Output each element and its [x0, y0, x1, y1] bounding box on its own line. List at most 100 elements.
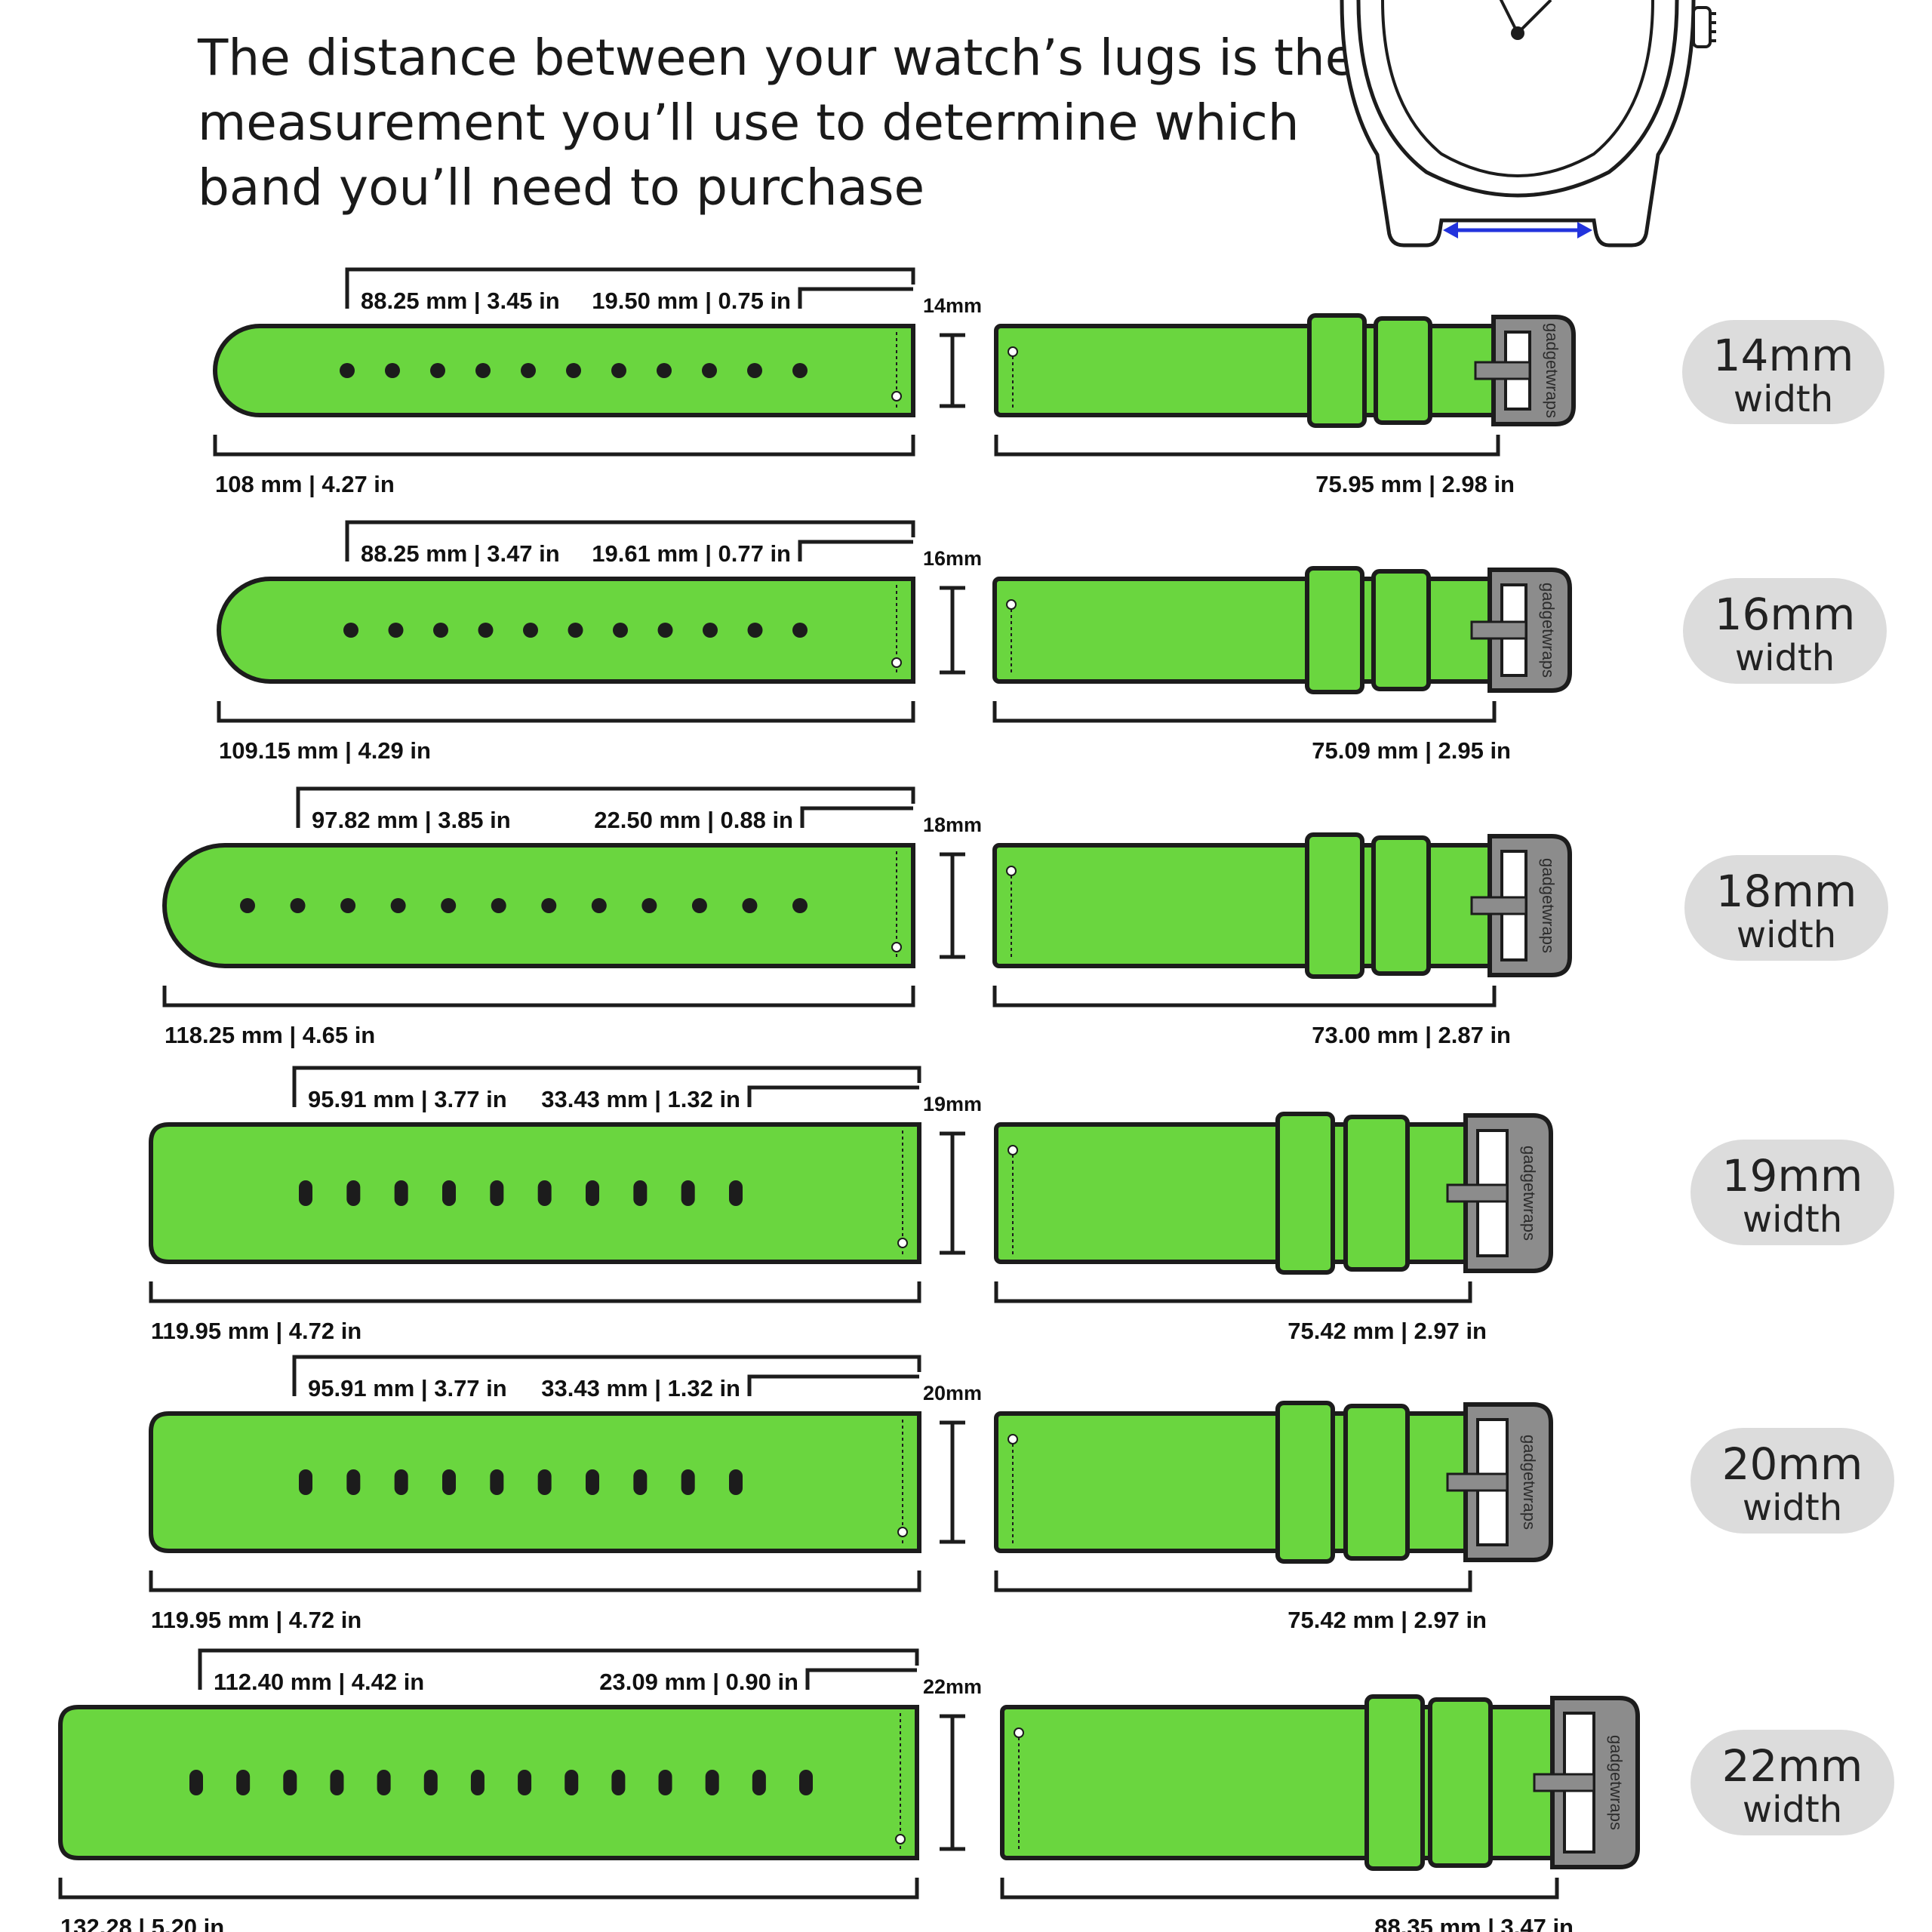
tip-segment-bracket [747, 1085, 919, 1107]
strap-hole [657, 363, 672, 378]
strap-hole [729, 1469, 743, 1495]
long-strap-19mm [149, 1122, 921, 1264]
strap-hole [490, 1180, 504, 1206]
long-segment-bracket [292, 1355, 921, 1396]
strap-hole [641, 898, 657, 913]
quick-release-pin-icon [1006, 599, 1017, 610]
lug-width-label: 22mm [923, 1675, 982, 1698]
long-segment-bracket [296, 786, 915, 828]
strap-keeper [1374, 316, 1432, 425]
strap-hole [792, 363, 808, 378]
buckle-tongue [1446, 1183, 1509, 1203]
strap-hole [521, 363, 536, 378]
long-segment-label: 88.25 mm | 3.47 in [361, 540, 560, 567]
long-total-label: 118.25 mm | 4.65 in [165, 1022, 375, 1048]
watch-face-icon [1340, 0, 1716, 248]
strap-keeper [1275, 1112, 1335, 1275]
strap-hole [752, 1770, 766, 1795]
strap-hole [340, 363, 355, 378]
long-total-bracket [149, 1571, 921, 1592]
strap-hole [423, 1770, 438, 1795]
quick-release-pin-icon [891, 391, 902, 401]
long-segment-label: 112.40 mm | 4.42 in [214, 1669, 424, 1695]
buckle-brand-label: gadgetwraps [1543, 323, 1561, 418]
intro-headline: The distance between your watch’s lugs i… [198, 29, 1356, 217]
strap-hole [394, 1469, 408, 1495]
strap-hole [537, 1469, 552, 1495]
strap-hole [792, 898, 808, 913]
strap-hole [236, 1770, 251, 1795]
buckle-brand-label: gadgetwraps [1607, 1735, 1626, 1830]
strap-hole [491, 898, 506, 913]
strap-hole [729, 1180, 743, 1206]
strap-hole [478, 623, 494, 638]
short-total-label: 75.09 mm | 2.95 in [1312, 737, 1511, 764]
long-total-label: 132.28 | 5.20 in [60, 1914, 224, 1932]
strap-hole [586, 1180, 599, 1206]
quick-release-pin-icon [897, 1238, 908, 1248]
tip-segment-label: 33.43 mm | 1.32 in [541, 1086, 740, 1112]
quick-release-pin-icon [1008, 346, 1018, 357]
long-segment-label: 95.91 mm | 3.77 in [308, 1375, 507, 1401]
long-total-bracket [149, 1281, 921, 1303]
buckle-tongue [1474, 361, 1531, 380]
quick-release-pin-icon [891, 942, 902, 952]
strap-hole [385, 363, 400, 378]
strap-hole [792, 623, 808, 638]
strap-keeper [1305, 566, 1364, 694]
short-total-bracket [1000, 1878, 1559, 1900]
short-total-label: 73.00 mm | 2.87 in [1312, 1022, 1511, 1048]
long-strap-18mm [162, 843, 915, 968]
strap-hole [394, 1180, 408, 1206]
size-pill-width-word: width [1743, 1198, 1842, 1241]
strap-hole [658, 1770, 672, 1795]
size-pill [1690, 1730, 1894, 1835]
strap-hole [240, 898, 255, 913]
short-total-label: 75.42 mm | 2.97 in [1287, 1607, 1487, 1633]
lug-width-label: 20mm [923, 1382, 982, 1404]
buckle-tongue [1470, 896, 1527, 915]
strap-hole [537, 1180, 552, 1206]
strap-hole [299, 1469, 312, 1495]
long-total-bracket [58, 1878, 919, 1900]
quick-release-pin-icon [1008, 1434, 1018, 1444]
strap-hole [388, 623, 404, 638]
long-total-label: 109.15 mm | 4.29 in [219, 737, 431, 764]
strap-hole [566, 363, 581, 378]
size-pill-width-word: width [1737, 914, 1836, 956]
strap-keeper [1275, 1401, 1335, 1564]
strap-hole [691, 898, 707, 913]
quick-release-pin-icon [1006, 866, 1017, 876]
tip-segment-label: 23.09 mm | 0.90 in [599, 1669, 798, 1695]
long-total-bracket [162, 986, 915, 1008]
size-pill-label: 18mm [1716, 866, 1857, 917]
long-total-label: 119.95 mm | 4.72 in [151, 1607, 361, 1633]
strap-hole [613, 623, 628, 638]
tip-segment-label: 19.61 mm | 0.77 in [592, 540, 791, 567]
lug-width-label: 18mm [923, 814, 982, 836]
strap-keeper [1307, 313, 1367, 428]
strap-keeper [1371, 569, 1431, 691]
long-strap-22mm [58, 1705, 919, 1860]
tip-segment-bracket [805, 1668, 917, 1690]
strap-hole [681, 1469, 695, 1495]
lug-width-label: 19mm [923, 1093, 982, 1115]
long-segment-label: 97.82 mm | 3.85 in [312, 807, 511, 833]
buckle-tongue [1470, 620, 1527, 640]
short-total-bracket [992, 701, 1497, 723]
strap-hole [343, 623, 358, 638]
strap-hole [633, 1469, 648, 1495]
size-pill [1683, 578, 1887, 684]
strap-hole [586, 1469, 599, 1495]
size-pill-width-word: width [1743, 1487, 1842, 1529]
buckle-tongue [1533, 1773, 1595, 1792]
tip-segment-bracket [798, 540, 913, 561]
tip-segment-label: 33.43 mm | 1.32 in [541, 1375, 740, 1401]
strap-hole [633, 1180, 648, 1206]
strap-hole [189, 1770, 203, 1795]
strap-hole [299, 1180, 312, 1206]
strap-hole [346, 1469, 361, 1495]
tip-segment-label: 19.50 mm | 0.75 in [592, 288, 791, 314]
strap-keeper [1371, 835, 1431, 976]
